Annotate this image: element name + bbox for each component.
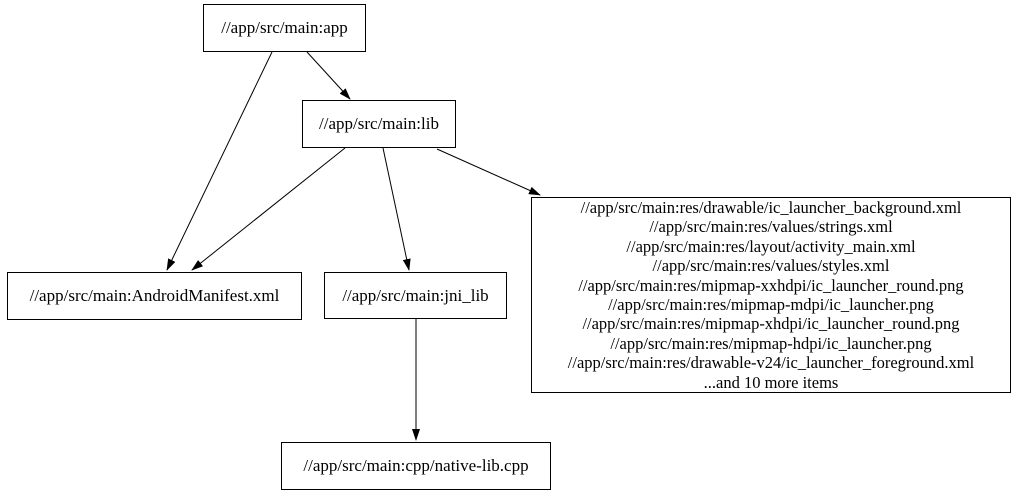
resource-item: //app/src/main:res/mipmap-xxhdpi/ic_laun…: [578, 275, 964, 295]
node-app: //app/src/main:app: [203, 4, 366, 52]
resource-item: //app/src/main:res/drawable-v24/ic_launc…: [567, 353, 975, 373]
resource-item: //app/src/main:res/mipmap-xhdpi/ic_launc…: [582, 314, 960, 334]
edge-app-to-manifest: [166, 51, 273, 271]
node-app-label: //app/src/main:app: [221, 18, 348, 37]
resource-item: //app/src/main:res/values/styles.xml: [652, 256, 890, 276]
node-jni-lib: //app/src/main:jni_lib: [324, 272, 507, 319]
node-lib: //app/src/main:lib: [302, 100, 456, 148]
resource-item: //app/src/main:res/drawable/ic_launcher_…: [580, 197, 962, 217]
edge-lib-to-manifest: [191, 147, 346, 271]
node-native-lib-cpp: //app/src/main:cpp/native-lib.cpp: [281, 442, 551, 490]
resource-item: //app/src/main:res/layout/activity_main.…: [626, 236, 916, 256]
edge-app-to-lib: [306, 51, 351, 100]
resource-item-more: ...and 10 more items: [703, 372, 839, 392]
edge-lib-to-jni-lib: [382, 147, 411, 271]
node-lib-label: //app/src/main:lib: [319, 114, 439, 133]
resource-item: //app/src/main:res/values/strings.xml: [649, 217, 893, 237]
resource-item: //app/src/main:res/mipmap-hdpi/ic_launch…: [610, 333, 932, 353]
edge-lib-to-resources: [436, 148, 541, 196]
node-jni-lib-label: //app/src/main:jni_lib: [342, 285, 489, 305]
node-resources: //app/src/main:res/drawable/ic_launcher_…: [531, 197, 1011, 393]
node-android-manifest-label: //app/src/main:AndroidManifest.xml: [29, 286, 280, 305]
node-native-lib-cpp-label: //app/src/main:cpp/native-lib.cpp: [303, 456, 529, 475]
node-android-manifest: //app/src/main:AndroidManifest.xml: [7, 272, 302, 320]
resource-item: //app/src/main:res/mipmap-mdpi/ic_launch…: [608, 295, 934, 314]
